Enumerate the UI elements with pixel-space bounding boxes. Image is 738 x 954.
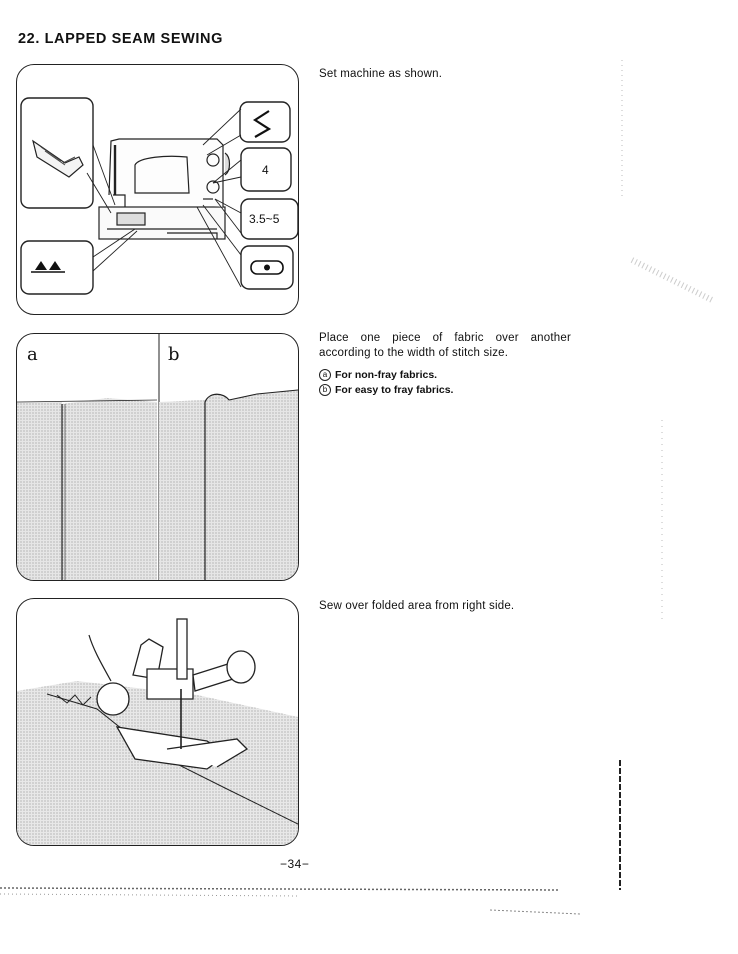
step-2-text: Place one piece of fabric over another a… [319, 332, 571, 359]
note-a-text: For non-fray fabrics. [335, 369, 438, 381]
zigzag-pattern-icon [239, 101, 291, 143]
note-marker-a: a [319, 369, 331, 381]
note-b-text: For easy to fray fabrics. [335, 384, 454, 396]
scan-noise-bottom [0, 887, 581, 915]
sewing-machine-drawing [98, 138, 231, 240]
step-3-text: Sew over folded area from right side. [319, 600, 515, 612]
page-number: −34− [280, 857, 310, 871]
note-marker-b: b [319, 384, 331, 396]
stitch-length-setting: 4 [262, 163, 269, 177]
feed-dog-icon [20, 240, 94, 295]
scan-noise-right [619, 60, 714, 890]
label-b: b [168, 344, 180, 365]
machine-setup-illustration: 4 3.5~5 [16, 64, 299, 315]
step-1-text: Set machine as shown. [319, 68, 443, 80]
label-a: a [27, 344, 38, 365]
note-b: b For easy to fray fabrics. [319, 383, 453, 398]
sewing-illustration [16, 598, 299, 846]
fabric-notes: a For non-fray fabrics. b For easy to fray… [319, 368, 453, 398]
note-a: a For non-fray fabrics. [319, 368, 453, 383]
fabric-overlap-illustration: a b [16, 333, 299, 581]
stitch-width-setting: 3.5~5 [249, 212, 280, 226]
presser-foot-icon [20, 97, 94, 209]
section-title: 22. LAPPED SEAM SEWING [18, 31, 223, 47]
needle-position-icon [240, 245, 294, 290]
